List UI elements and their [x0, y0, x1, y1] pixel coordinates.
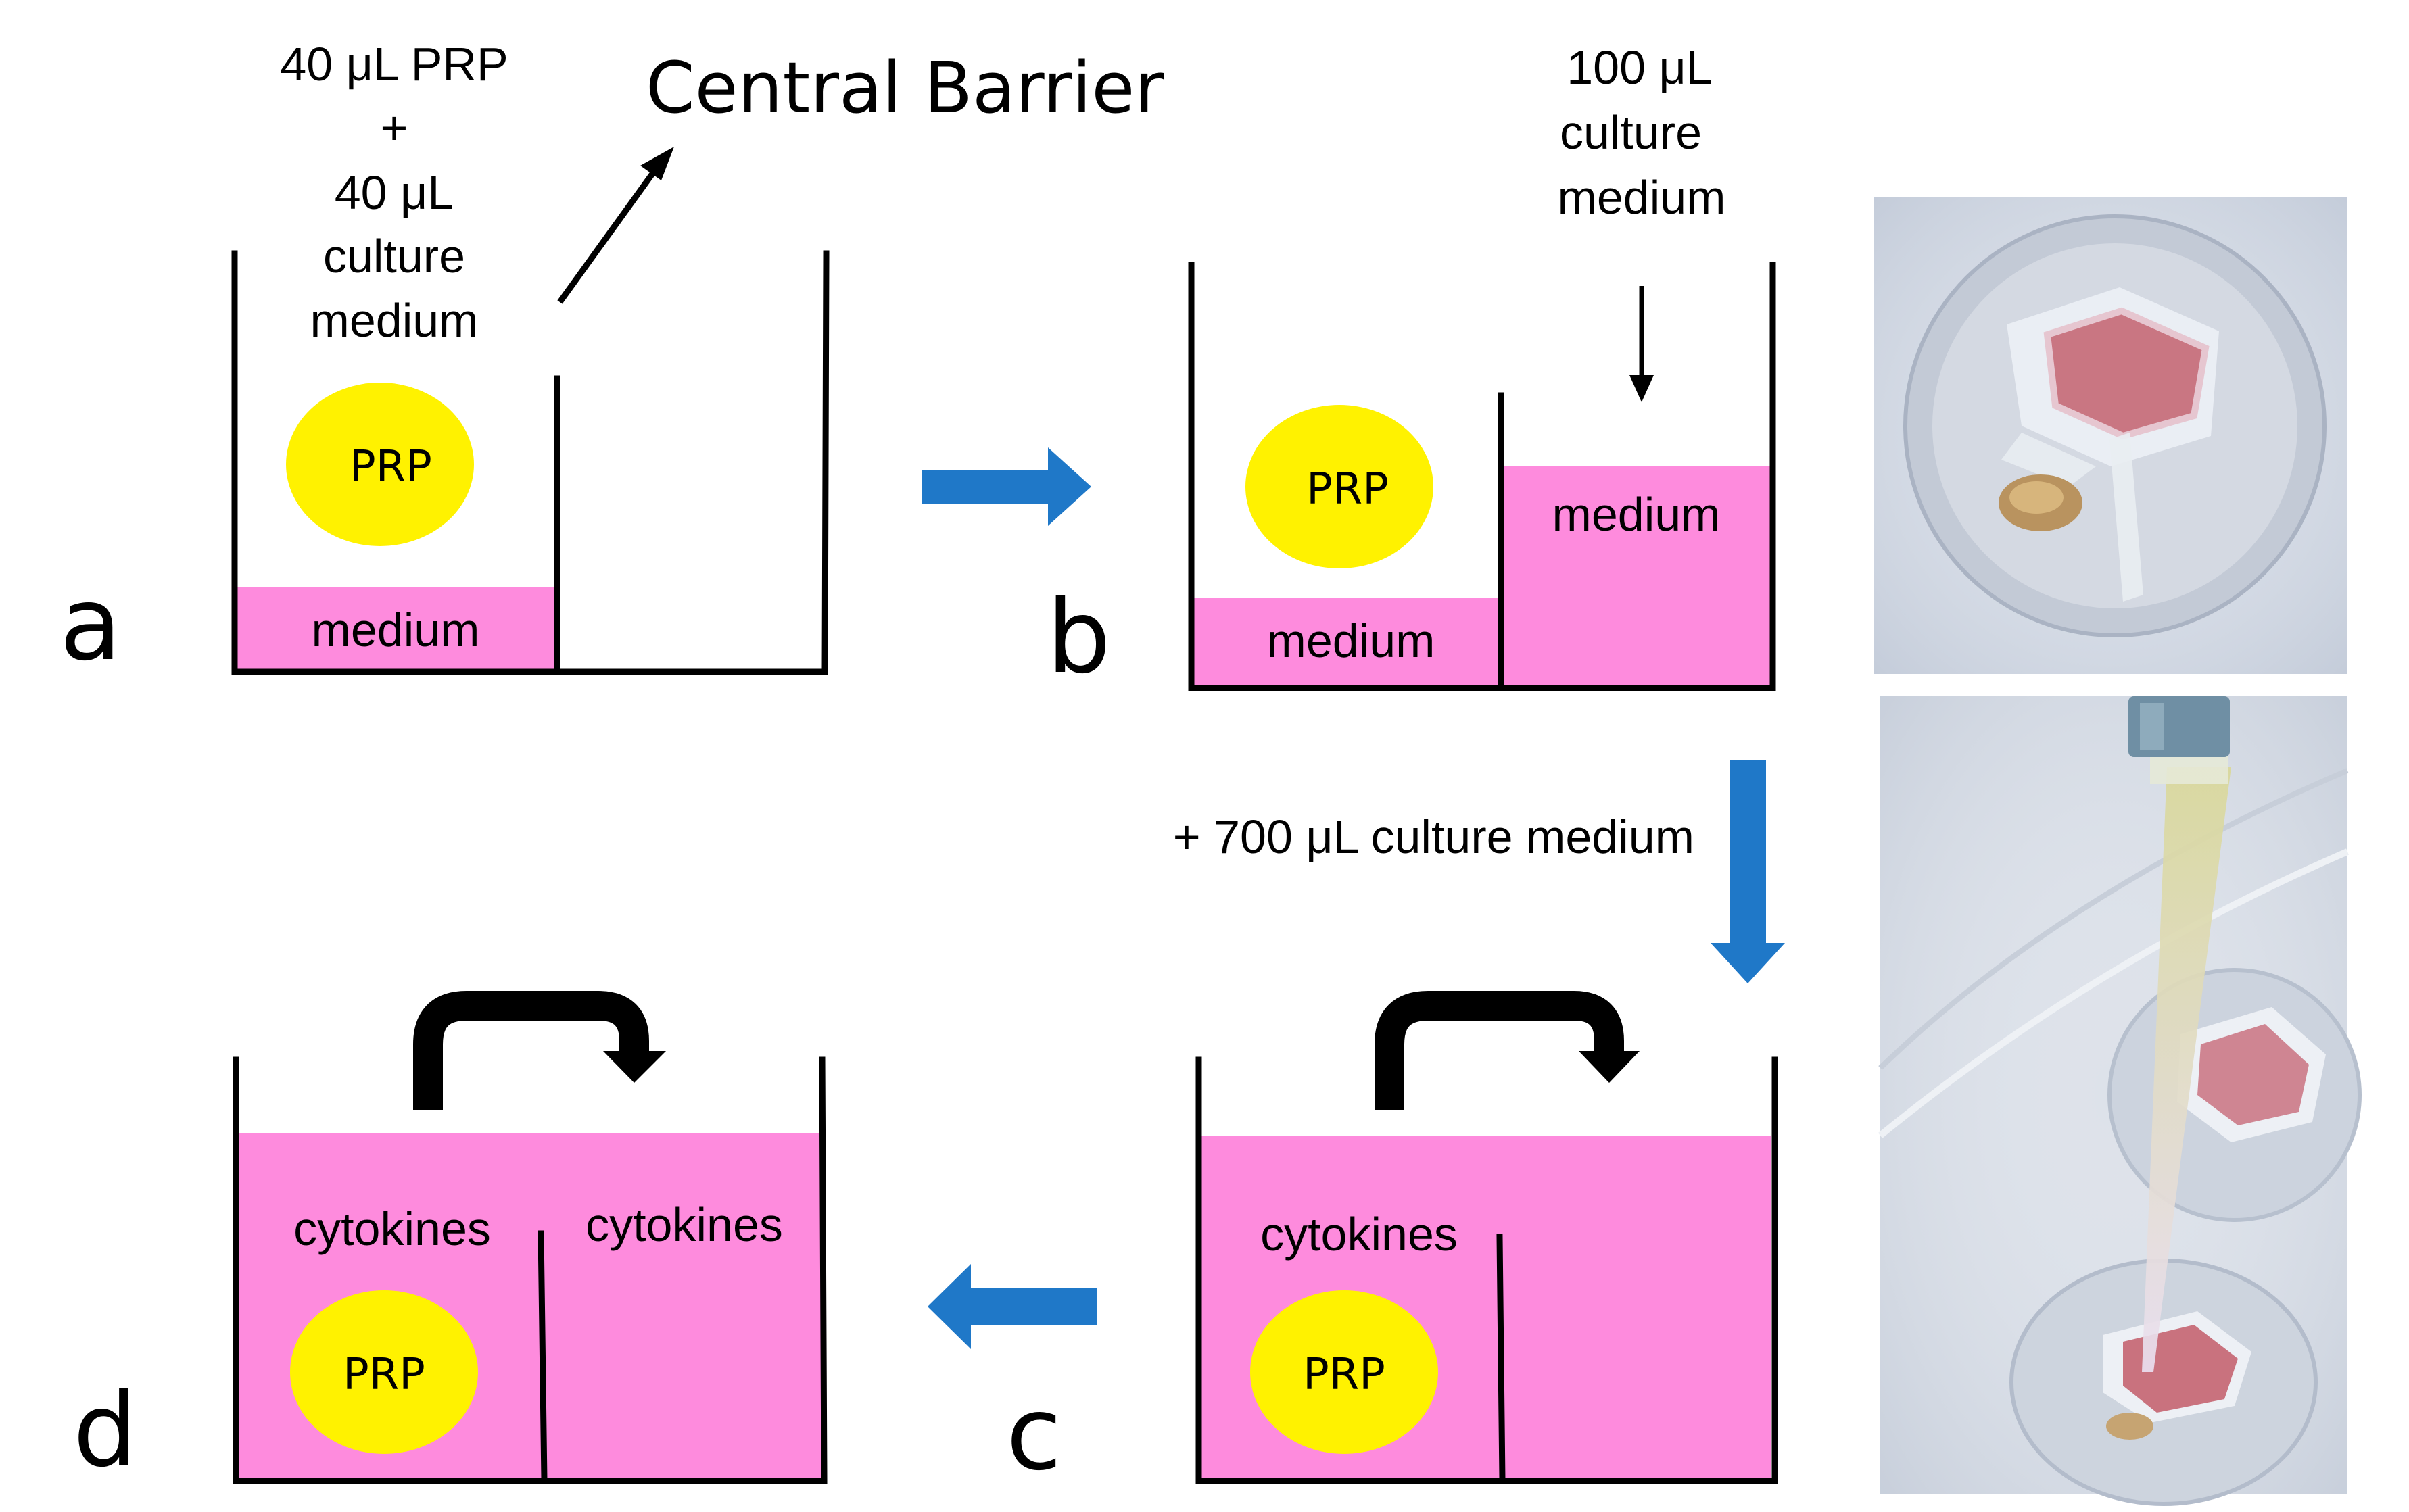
panel-c-central-barrier [1496, 1234, 1506, 1484]
panel-a: 40 μL PRP + 40 μL culture medium Central… [59, 38, 1164, 683]
panel-d-letter: d [73, 1372, 137, 1490]
panel-a-container-outline [231, 250, 830, 675]
panel-c-prp-blob [1250, 1290, 1438, 1454]
panel-a-medium-fill [237, 587, 554, 669]
panel-b-left-medium-label: medium [1267, 614, 1435, 667]
panel-c-container-outline [1195, 1056, 1778, 1484]
panel-a-top-line-1: 40 μL PRP [280, 38, 508, 91]
panel-a-top-line-2: + [381, 101, 408, 154]
panel-d-prp-label: PRP [343, 1350, 425, 1400]
central-barrier-label: Central Barrier [646, 47, 1164, 129]
panel-a-top-line-3: 40 μL [335, 166, 454, 219]
panel-b-letter: b [1047, 579, 1111, 696]
panel-a-letter: a [59, 566, 122, 683]
panel-b-left-medium-fill [1193, 598, 1501, 686]
photo-bottom [1878, 696, 2362, 1506]
panel-b-container-outline [1188, 262, 1776, 691]
panel-d-central-barrier [538, 1230, 548, 1484]
panel-a-top-line-5: medium [310, 294, 479, 347]
panel-b-add-medium-arrowhead [1629, 375, 1654, 402]
panel-d-container-outline [233, 1056, 828, 1484]
step-add-medium-text: + 700 μL culture medium [1173, 810, 1694, 863]
panel-c-prp-label: PRP [1303, 1350, 1385, 1400]
panel-b-prp-blob [1245, 405, 1433, 568]
panel-c-letter: c [1006, 1375, 1062, 1493]
panel-a-prp-blob [286, 383, 474, 546]
panel-c-diffusion-arrow [1375, 991, 1624, 1110]
flow-arrow-a-to-b [922, 447, 1091, 526]
panel-d-prp-blob [290, 1290, 478, 1454]
panel-d-right-cytokines-label: cytokines [586, 1198, 783, 1251]
panel-c-diffusion-arrowhead [1579, 1051, 1640, 1083]
pipette-tip [2142, 767, 2231, 1372]
panel-b-top-line-1: 100 μL [1567, 41, 1713, 94]
panel-c: cytokines PRP c [1006, 991, 1778, 1493]
panel-c-cytokines-label: cytokines [1260, 1208, 1458, 1261]
panel-b-prp-label: PRP [1306, 464, 1389, 514]
panel-b-right-medium-label: medium [1552, 488, 1721, 541]
panel-a-top-line-4: culture [323, 230, 465, 283]
central-barrier-pointer-arrowhead [640, 147, 674, 180]
panel-b: 100 μL culture medium medium medium PRP … [1047, 41, 1776, 696]
flow-arrow-b-to-c [1711, 760, 1785, 983]
central-barrier-pointer-arrow [557, 167, 659, 304]
panel-b-right-medium-fill [1504, 466, 1770, 686]
panel-d-left-cytokines-label: cytokines [293, 1202, 491, 1255]
panel-b-top-line-2: culture [1560, 106, 1702, 159]
panel-d: cytokines cytokines PRP d [73, 991, 828, 1490]
panel-d-diffusion-arrow [413, 991, 649, 1110]
panel-a-prp-label: PRP [350, 442, 432, 492]
panel-b-top-line-3: medium [1558, 171, 1726, 224]
panel-d-diffusion-arrowhead [603, 1051, 666, 1083]
photo-top [1874, 197, 2347, 674]
panel-a-medium-label: medium [312, 604, 480, 656]
flow-arrow-c-to-d [928, 1264, 1097, 1349]
